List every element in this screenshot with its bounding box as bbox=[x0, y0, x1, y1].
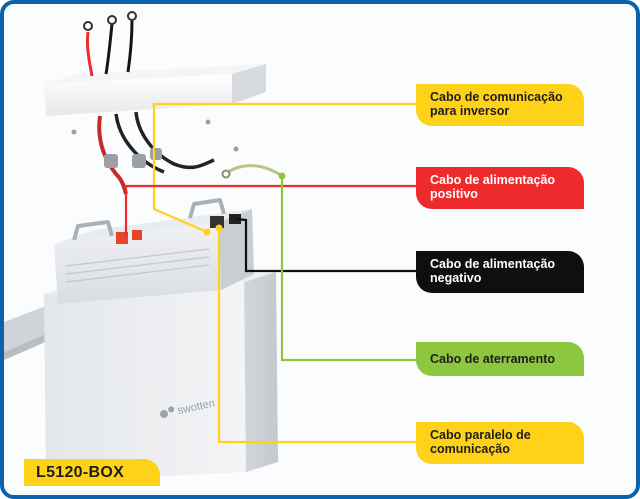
callout-line: para inversor bbox=[430, 104, 510, 118]
callout-line: Cabo de alimentação bbox=[430, 257, 556, 271]
leader-parallel-comm bbox=[217, 228, 420, 444]
leader-power-positive bbox=[124, 184, 420, 236]
callout-line: Cabo de comunicação bbox=[430, 90, 563, 104]
top-cover bbox=[44, 64, 266, 84]
callout-line: negativo bbox=[430, 271, 482, 285]
callout-line: Cabo de aterramento bbox=[430, 352, 556, 366]
callout-parallel-comm: Cabo paralelo de comunicação bbox=[416, 422, 584, 464]
model-label: L5120-BOX bbox=[24, 459, 160, 486]
callout-line: Cabo de alimentação bbox=[430, 173, 556, 187]
leader-grounding bbox=[280, 176, 420, 362]
enclosure-box-front bbox=[44, 282, 246, 482]
callout-power-positive: Cabo de alimentação positivo bbox=[416, 167, 584, 209]
callout-grounding: Cabo de aterramento bbox=[416, 342, 584, 376]
callout-line: Cabo paralelo de bbox=[430, 428, 531, 442]
callout-line: comunicação bbox=[430, 442, 510, 456]
leader-comm-inverter bbox=[152, 102, 420, 234]
leader-power-negative bbox=[235, 217, 420, 273]
callout-line: positivo bbox=[430, 187, 478, 201]
callout-power-negative: Cabo de alimentação negativo bbox=[416, 251, 584, 293]
battery-module-front bbox=[54, 222, 221, 304]
callout-comm-inverter: Cabo de comunicação para inversor bbox=[416, 84, 584, 126]
enclosure-box-side bbox=[244, 272, 278, 472]
battery-installation-illustration: swotten bbox=[4, 11, 424, 482]
battery-module-top bbox=[54, 209, 252, 244]
